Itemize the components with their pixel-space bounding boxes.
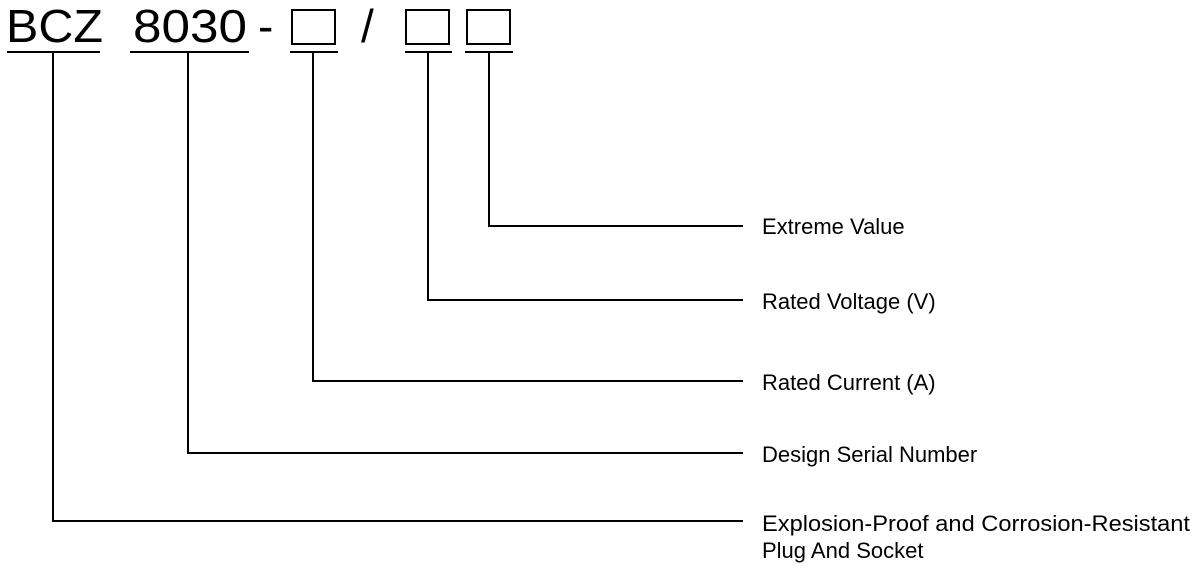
placeholder-box-extreme — [466, 9, 511, 45]
label-product-line1: Explosion-Proof and Corrosion-Resistant — [762, 511, 1190, 536]
leader-design-serial — [187, 52, 743, 454]
code-slash: / — [361, 0, 374, 52]
code-serial: 8030 — [133, 0, 247, 52]
label-design-serial: Design Serial Number — [762, 442, 977, 467]
placeholder-box-current — [291, 9, 336, 45]
label-rated-voltage: Rated Voltage (V) — [762, 289, 936, 314]
label-product-line2: Plug And Socket — [762, 538, 923, 563]
leader-extreme-value — [488, 52, 743, 227]
label-extreme-value: Extreme Value — [762, 214, 905, 239]
leader-rated-voltage — [427, 52, 743, 301]
code-prefix: BCZ — [6, 0, 103, 52]
leader-rated-current — [312, 52, 743, 382]
placeholder-box-voltage — [405, 9, 450, 45]
leader-product-type — [52, 52, 743, 522]
label-rated-current: Rated Current (A) — [762, 370, 936, 395]
code-dash: - — [258, 0, 273, 52]
